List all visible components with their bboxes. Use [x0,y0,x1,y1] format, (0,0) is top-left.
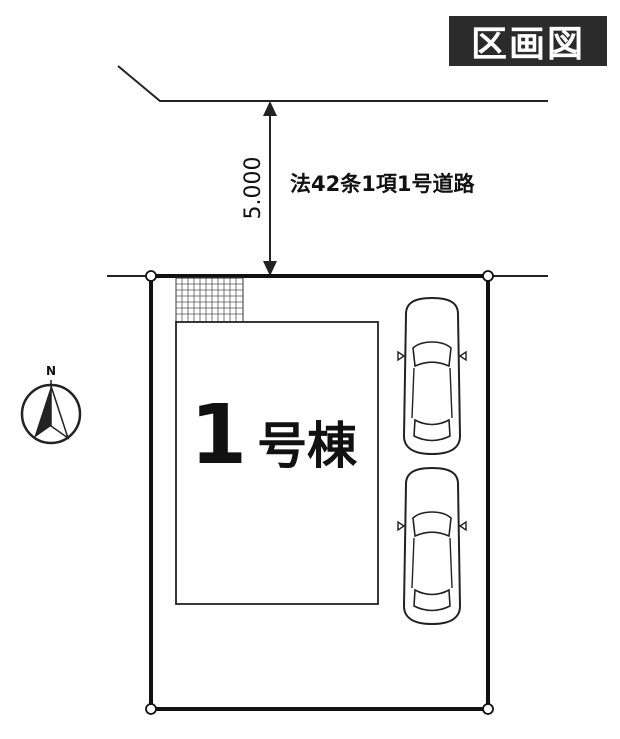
road-type-label: 法42条1項1号道路 [290,172,475,196]
entrance-hatch [175,277,244,323]
page-title: 区画図 [449,16,607,66]
lot-boundary [149,274,490,711]
road-far-edge [117,65,548,102]
parked-car [397,296,467,456]
building-label: 1 号棟 [190,395,390,495]
compass-icon [20,380,82,445]
building-suffix: 号棟 [257,417,358,475]
boundary-marker [482,270,494,282]
boundary-marker [145,703,157,715]
boundary-marker [145,270,157,282]
parked-car [397,466,467,626]
north-label: N [45,364,57,378]
building-number: 1 [190,388,248,483]
road-width-label: 5.000 [241,156,266,220]
boundary-marker [482,703,494,715]
road-width-dimension [263,101,277,276]
building-footprint [175,321,379,605]
